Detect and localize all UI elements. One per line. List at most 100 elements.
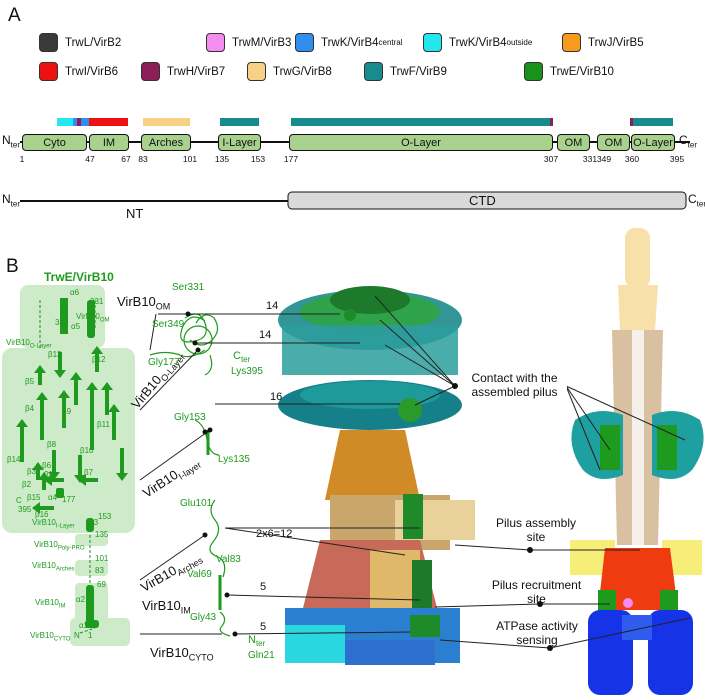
nter-label-a: Nter (2, 133, 21, 150)
label-glu101: Glu101 (180, 498, 213, 509)
count-cyto: 5 (260, 621, 267, 633)
topology-label-r1: 1 (88, 631, 93, 640)
cter-label-a: Cter (679, 133, 698, 150)
legend-swatch (141, 62, 160, 81)
residue-135: 135 (214, 154, 230, 164)
topology-label-a5: α5 (71, 322, 81, 331)
label-gly177: Gly177 (148, 357, 180, 368)
topo-olayer-box (2, 348, 135, 533)
legend-label: TrwL/VirB2 (65, 36, 122, 49)
label-cter: Cter (233, 350, 251, 365)
legend-item: TrwH/VirB7 (141, 62, 225, 81)
residue-83: 83 (138, 154, 148, 164)
residue-395: 395 (669, 154, 685, 164)
legend-item: TrwG/VirB8 (247, 62, 332, 81)
label-nter: Nter (248, 634, 266, 649)
legend-swatch (39, 62, 58, 81)
residue-153: 153 (250, 154, 266, 164)
topology-label-r135: 135 (95, 530, 109, 539)
topology-label-b2: β2 (22, 480, 32, 489)
ctd-label: CTD (469, 193, 496, 208)
contact-annotation: Contact with the assembled pilus (462, 371, 567, 400)
topology-label-b15: β15 (27, 493, 41, 502)
topology-domain-label-im: VirB10IM (35, 598, 66, 610)
topology-domain-label-il: VirB10I-Layer (32, 518, 75, 530)
count-ilayer: 16 (270, 391, 283, 403)
legend-item: TrwI/VirB6 (39, 62, 118, 81)
cov-virb7-a (77, 118, 81, 126)
virb10-im-label: VirB10IM (142, 598, 191, 616)
cov-virb9-a (220, 118, 259, 126)
topology-label-b10: β10 (80, 446, 94, 455)
legend-label: TrwM/VirB3 (232, 36, 292, 49)
legend-item: TrwF/VirB9 (364, 62, 447, 81)
cter-label-b: Cter (688, 192, 705, 209)
topology-label-r349: 349 (55, 318, 69, 327)
cov-virb9-c (633, 118, 673, 126)
legend-label: TrwK/VirB4 (449, 36, 507, 49)
topology-diagram (2, 285, 135, 646)
virb10-cyto-label: VirB10CYTO (150, 645, 214, 663)
label-gly153: Gly153 (174, 412, 206, 423)
legend-swatch (524, 62, 543, 81)
topology-label-c: C (16, 496, 22, 505)
topology-domain-label-pp: VirB10Poly-PRO (34, 540, 85, 552)
topology-label-b5: β5 (25, 377, 35, 386)
topology-label-b3: β3 (27, 467, 37, 476)
legend-swatch (562, 33, 581, 52)
topology-label-a3: α3 (89, 518, 99, 527)
legend-label: TrwG/VirB8 (273, 65, 332, 78)
topology-domain-label-virb10_ol: VirB10O-Layer (6, 338, 52, 350)
virb10-om-label: VirB10OM (117, 294, 171, 312)
topology-domain-label-virb10_om: VirB10OM (76, 312, 110, 324)
legend-item: TrwE/VirB10 (524, 62, 614, 81)
legend-sub: outside (506, 38, 533, 47)
legend-swatch (364, 62, 383, 81)
legend-swatch (247, 62, 266, 81)
count-olayer: 14 (259, 329, 272, 341)
label-gln21: Gln21 (248, 650, 275, 661)
cov-virb8 (143, 118, 190, 126)
count-arches: 2x6=12 (256, 528, 293, 540)
domain-olayer-2: O-Layer (631, 134, 675, 151)
label-ser349: Ser349 (152, 319, 185, 330)
legend-swatch (295, 33, 314, 52)
ctd-box (287, 191, 687, 210)
topology-domain-label-ar: VirB10Arches (32, 561, 75, 573)
legend-sub: central (378, 38, 403, 47)
topology-label-a1: α1 (79, 621, 89, 630)
topology-label-b6: β6 (42, 461, 52, 470)
topology-label-a2: α2 (76, 595, 86, 604)
residue-307: 307 (543, 154, 559, 164)
topology-label-b4: β4 (25, 404, 35, 413)
domain-arches: Arches (141, 134, 191, 151)
cov-virb4-central-b (81, 118, 89, 126)
panel-b-letter: B (6, 256, 19, 277)
count-im: 5 (260, 581, 267, 593)
panel-a-letter: A (8, 5, 21, 26)
connector-lines (139, 295, 691, 649)
label-lys395: Lys395 (231, 366, 263, 377)
legend-label: TrwI/VirB6 (65, 65, 119, 78)
label-lys135: Lys135 (218, 454, 250, 465)
topology-label-b7: β7 (84, 468, 94, 477)
topology-label-a6: α6 (70, 288, 80, 297)
domain-cyto: Cyto (22, 134, 87, 151)
cov-virb7-b (550, 118, 553, 126)
topology-label-r331: 331 (90, 297, 104, 306)
residue-67: 67 (121, 154, 131, 164)
topology-label-r101: 101 (95, 554, 109, 563)
topology-label-r153: 153 (98, 512, 112, 521)
topology-label-r177: 177 (62, 495, 76, 504)
nter-label-b: Nter (2, 192, 21, 209)
legend-item: TrwJ/VirB5 (562, 33, 644, 52)
virb10-fragments (149, 313, 231, 637)
residue-177: 177 (283, 154, 299, 164)
cov-virb4-central (73, 118, 77, 126)
assembled-pilus (570, 228, 704, 695)
topology-domain-label-cy: VirB10CYTO (30, 631, 71, 643)
